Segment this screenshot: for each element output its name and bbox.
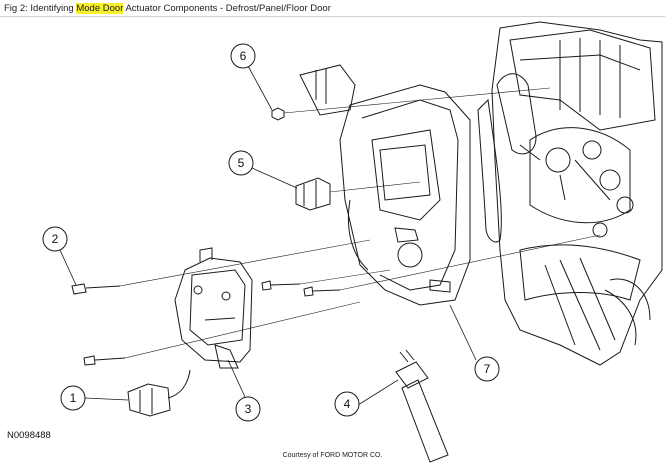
callout-3: 3 bbox=[235, 396, 261, 422]
courtesy-note: Courtesy of FORD MOTOR CO. bbox=[282, 452, 383, 459]
nut-part-6 bbox=[271, 107, 285, 121]
callout-5: 5 bbox=[228, 150, 254, 176]
callout-6-label: 6 bbox=[240, 49, 247, 63]
callout-4-label: 4 bbox=[344, 397, 351, 411]
figure-caption: Fig 2: Identifying Mode Door Actuator Co… bbox=[0, 0, 665, 17]
caption-suffix: Actuator Components - Defrost/Panel/Floo… bbox=[123, 3, 331, 14]
callout-2-label: 2 bbox=[52, 232, 59, 246]
callout-7-label: 7 bbox=[484, 362, 491, 376]
callout-6: 6 bbox=[230, 43, 256, 69]
callout-3-label: 3 bbox=[245, 402, 252, 416]
callout-2: 2 bbox=[42, 226, 68, 252]
callout-7: 7 bbox=[474, 356, 500, 382]
callout-1: 1 bbox=[60, 385, 86, 411]
clip-part-5 bbox=[295, 177, 331, 211]
screws bbox=[71, 280, 341, 366]
actuator-part-3 bbox=[174, 247, 253, 369]
mode-door-linkage bbox=[299, 64, 471, 306]
hvac-housing bbox=[477, 21, 663, 366]
cable-boot bbox=[395, 349, 449, 463]
caption-prefix: Fig 2: Identifying bbox=[4, 3, 77, 14]
callout-1-label: 1 bbox=[70, 391, 77, 405]
electrical-connector bbox=[127, 369, 191, 417]
alignment-lines bbox=[119, 87, 601, 359]
callouts: 1 2 3 4 5 6 7 bbox=[42, 43, 500, 422]
callout-leaders bbox=[59, 65, 477, 406]
part-code: N0098488 bbox=[7, 430, 51, 441]
callout-4: 4 bbox=[334, 391, 360, 417]
caption-highlight: Mode Door bbox=[76, 3, 124, 14]
callout-5-label: 5 bbox=[238, 156, 245, 170]
